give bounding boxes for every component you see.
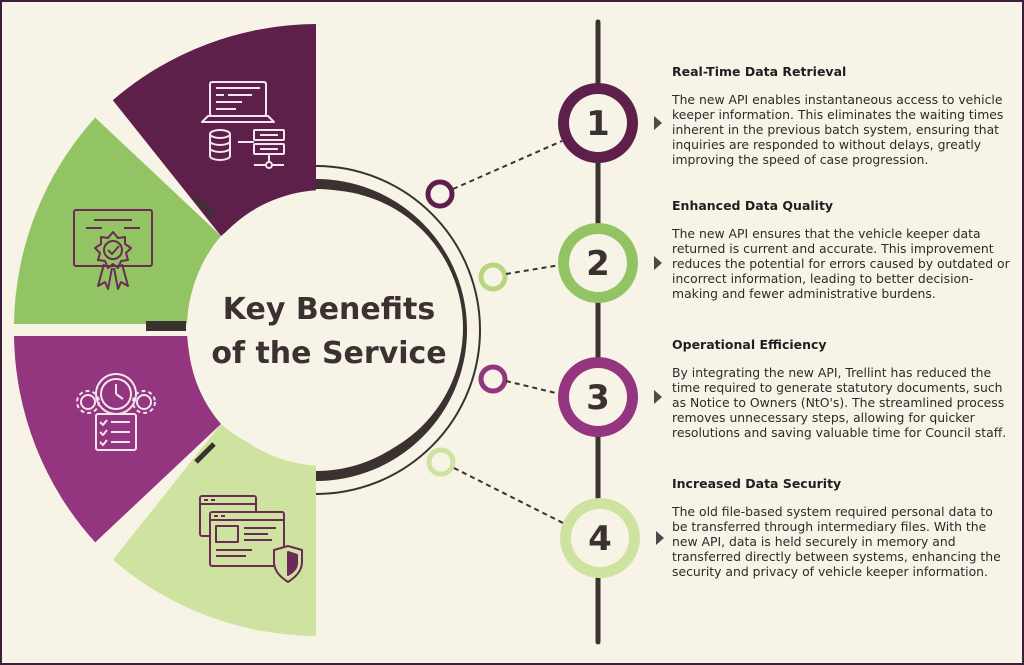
clock-gears-checklist-icon (76, 373, 156, 451)
pointer-arrow-1 (654, 116, 662, 130)
dashed-connector-1 (452, 140, 563, 190)
hub-connector-left (146, 321, 186, 331)
hub-circle (187, 190, 463, 466)
outer-arc (315, 165, 481, 495)
browser-windows-shield-icon (199, 495, 303, 583)
benefit-heading: Real-Time Data Retrieval (672, 64, 847, 79)
arc-node-4 (426, 447, 456, 477)
title-line-1: Key Benefits (222, 292, 436, 327)
pointer-arrow-4 (656, 531, 664, 545)
certificate-badge-icon (73, 209, 153, 290)
number-node-3: 3 (558, 357, 638, 437)
computer-database-network-icon (201, 81, 285, 169)
benefit-heading: Enhanced Data Quality (672, 198, 834, 213)
dashed-connector-3 (505, 380, 561, 395)
number-label-2: 2 (586, 244, 610, 284)
number-label-1: 1 (586, 104, 610, 144)
fan-segment-3 (14, 336, 221, 543)
pointer-arrow-3 (654, 390, 662, 404)
arc-node-1 (425, 179, 455, 209)
number-node-2: 2 (558, 223, 638, 303)
number-node-1: 1 (558, 83, 638, 163)
number-label-3: 3 (586, 378, 610, 418)
benefit-2: Enhanced Data Quality The new API ensure… (672, 198, 1012, 301)
dashed-connector-2 (505, 264, 561, 275)
benefit-4: Increased Data Security The old file-bas… (672, 476, 1012, 579)
benefit-text: The new API ensures that the vehicle kee… (672, 226, 1010, 301)
benefit-heading: Increased Data Security (672, 476, 842, 491)
benefit-text: The old file-based system required perso… (672, 504, 1001, 579)
number-node-4: 4 (560, 498, 640, 578)
benefit-3: Operational Efficiency By integrating th… (672, 337, 1012, 440)
title-line-2: of the Service (211, 336, 447, 371)
diagram-title: Key Benefits of the Service (188, 288, 470, 376)
dashed-connector-4 (453, 467, 568, 526)
number-label-4: 4 (588, 519, 612, 559)
benefit-text: The new API enables instantaneous access… (672, 92, 1004, 167)
pointer-arrow-2 (654, 256, 662, 270)
benefit-text: By integrating the new API, Trellint has… (672, 365, 1007, 440)
hub-connector-upper (194, 196, 216, 218)
arc-node-3 (478, 364, 508, 394)
hub-connector-lower (194, 442, 216, 464)
benefit-1: Real-Time Data Retrieval The new API ena… (672, 64, 1012, 167)
arc-node-2 (478, 262, 508, 292)
benefit-heading: Operational Efficiency (672, 337, 827, 352)
